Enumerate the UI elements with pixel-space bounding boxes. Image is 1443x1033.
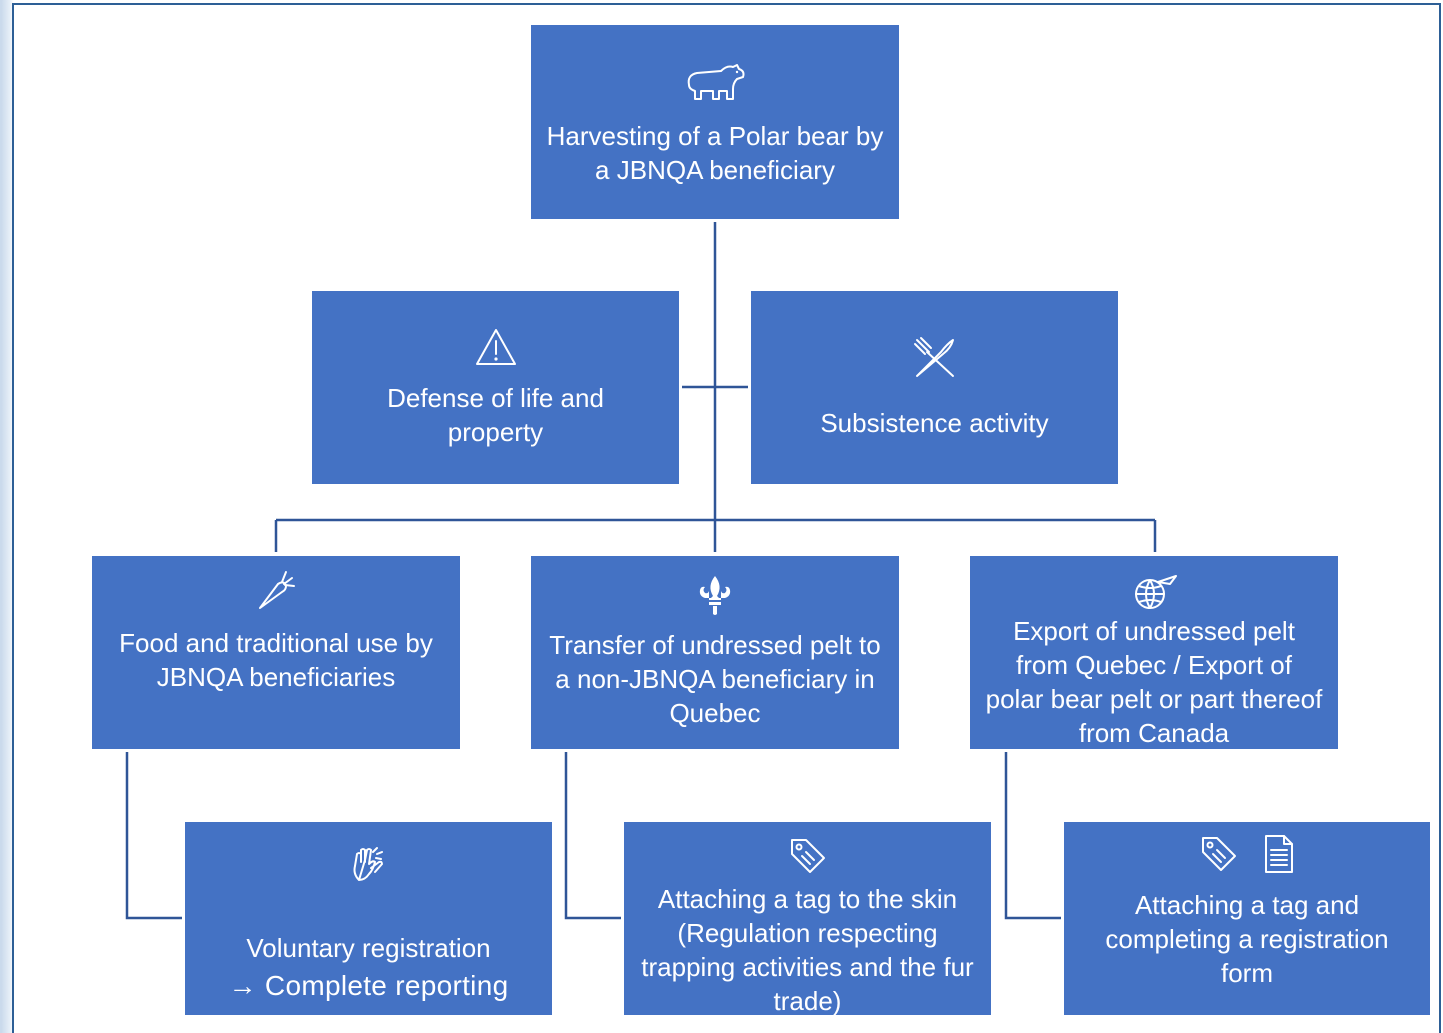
node-tag-form: Attaching a tag and completing a registr… — [1064, 822, 1430, 1015]
node-defense: Defense of life and property — [312, 291, 679, 484]
node-defense-label: Defense of life and property — [387, 382, 604, 447]
fleur-de-lis-icon — [697, 574, 733, 624]
node-export-label: Export of undressed pelt from Quebec / E… — [985, 616, 1323, 748]
document-icon — [1265, 835, 1293, 873]
node-voluntary-line1: Voluntary registration — [246, 933, 491, 963]
connector-export-form — [1004, 752, 1061, 920]
node-tag-skin-label: Attaching a tag to the skin (Regulation … — [641, 884, 974, 1016]
polar-bear-icon — [683, 61, 747, 113]
tag-icon — [1202, 837, 1236, 871]
node-food: Food and traditional use by JBNQA benefi… — [92, 556, 460, 749]
utensils-icon — [913, 336, 957, 388]
node-tag-form-label: Attaching a tag and completing a registr… — [1105, 890, 1389, 988]
node-transfer: Transfer of undressed pelt to a non-JBNQ… — [531, 556, 899, 749]
node-export: Export of undressed pelt from Quebec / E… — [970, 556, 1338, 749]
clapping-hands-icon — [349, 844, 389, 892]
node-root: Harvesting of a Polar bear by a JBNQA be… — [531, 25, 899, 219]
node-subsistence-label: Subsistence activity — [820, 407, 1049, 438]
connector-food-voluntary — [125, 752, 182, 920]
connector-transfer-tag — [564, 752, 621, 920]
node-tag-form-icons — [1199, 834, 1295, 874]
node-tag-skin: Attaching a tag to the skin (Regulation … — [624, 822, 991, 1016]
node-transfer-label: Transfer of undressed pelt to a non-JBNQ… — [549, 630, 881, 728]
node-food-label: Food and traditional use by JBNQA benefi… — [119, 628, 433, 692]
carrot-icon — [256, 570, 296, 620]
node-root-label: Harvesting of a Polar bear by a JBNQA be… — [546, 121, 884, 185]
node-voluntary: Voluntary registration → Complete report… — [185, 822, 552, 1015]
globe-plane-icon — [1130, 574, 1178, 618]
warning-icon — [474, 327, 518, 375]
tag-icon — [788, 836, 828, 882]
node-voluntary-line2: → Complete reporting — [228, 970, 509, 1001]
node-subsistence: Subsistence activity — [751, 291, 1118, 484]
